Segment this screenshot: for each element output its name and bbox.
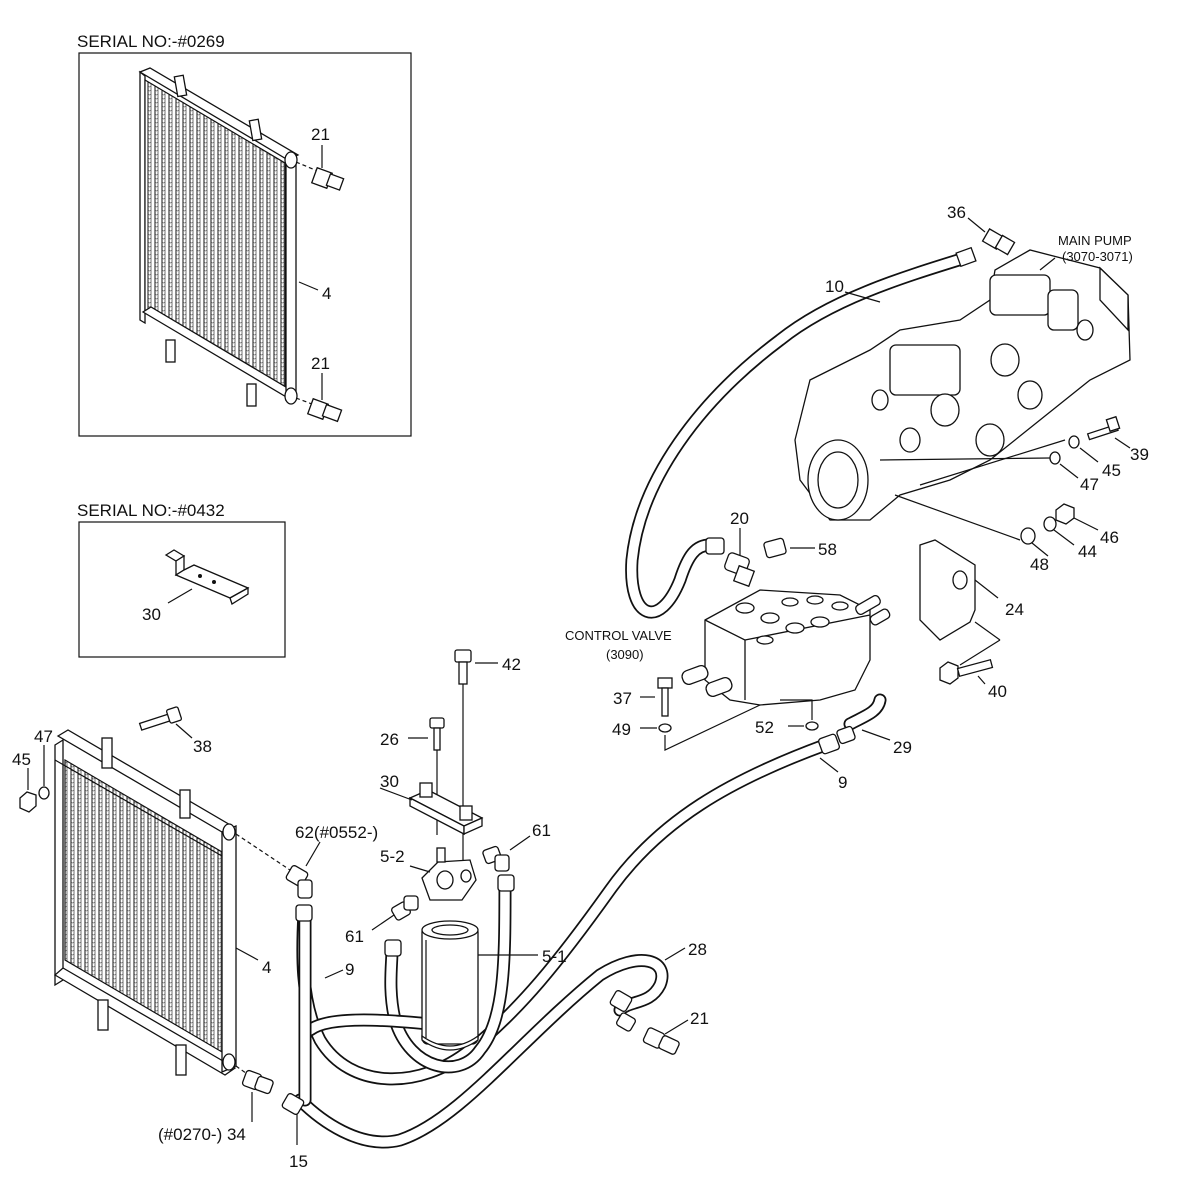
label-52: 52 (755, 718, 774, 737)
fitting-34: (#0270-) 34 (158, 1065, 274, 1144)
hose-10-end-fitting (955, 246, 977, 268)
label-9-left: 9 (345, 960, 354, 979)
filter-inlet-fitting (384, 939, 402, 957)
label-45-left: 45 (12, 750, 31, 769)
label-47-left: 47 (34, 727, 53, 746)
bolt-42: 42 (454, 649, 521, 860)
label-30-inset: 30 (142, 605, 161, 624)
bracket-30-inset (164, 549, 250, 605)
label-34: (#0270-) 34 (158, 1125, 246, 1144)
label-40: 40 (988, 682, 1007, 701)
bracket-30: 30 (379, 772, 484, 836)
hose-29-fitting (836, 725, 856, 745)
bolt-39: 39 (1086, 415, 1149, 464)
washer-48: 48 (1020, 527, 1049, 574)
label-5-1: 5-1 (542, 947, 567, 966)
label-9-right: 9 (838, 773, 847, 792)
label-37: 37 (613, 689, 632, 708)
label-61-right: 61 (532, 821, 551, 840)
control-valve-ref: (3090) (606, 647, 644, 662)
label-39: 39 (1130, 445, 1149, 464)
inset-serial-0269: SERIAL NO:-#0269 21 21 (77, 32, 412, 437)
label-5-2: 5-2 (380, 847, 405, 866)
washer-45-right: 45 (1068, 435, 1121, 480)
inset-serial-0432: SERIAL NO:-#0432 30 (77, 501, 286, 658)
label-36: 36 (947, 203, 966, 222)
label-42: 42 (502, 655, 521, 674)
main-pump (794, 249, 1131, 521)
bolt-26: 26 (380, 717, 445, 835)
label-26: 26 (380, 730, 399, 749)
label-4: 4 (262, 958, 271, 977)
label-21: 21 (690, 1009, 709, 1028)
fitting-21: 21 (642, 1009, 709, 1055)
hose-10-valve-fitting (705, 537, 725, 555)
elbow-62: 62(#0552-) (235, 823, 378, 922)
label-29: 29 (893, 738, 912, 757)
label-45-right: 45 (1102, 461, 1121, 480)
inset-serial-0269-title: SERIAL NO:-#0269 (77, 32, 225, 51)
label-48: 48 (1030, 555, 1049, 574)
inset-serial-0432-title: SERIAL NO:-#0432 (77, 501, 225, 520)
label-62: 62(#0552-) (295, 823, 378, 842)
filter-outlet-fitting (497, 874, 515, 892)
fitting-21-lower: 21 (295, 354, 343, 423)
hose-9-fitting (818, 733, 840, 755)
main-pump-ref: (3070-3071) (1062, 249, 1133, 264)
label-24: 24 (1005, 600, 1024, 619)
washer-44: 44 (1043, 516, 1097, 561)
label-47-right: 47 (1080, 475, 1099, 494)
filter-element-5-1: 5-1 (421, 920, 567, 1051)
hose-28-ends: 28 (609, 940, 707, 1032)
label-28: 28 (688, 940, 707, 959)
bracket-24: 24 (919, 539, 1024, 641)
label-20: 20 (730, 509, 749, 528)
control-valve-name: CONTROL VALVE (565, 628, 672, 643)
bolt-38: 38 (138, 706, 212, 756)
control-valve (681, 589, 891, 706)
label-61-left: 61 (345, 927, 364, 946)
label-46: 46 (1100, 528, 1119, 547)
label-21-lower: 21 (311, 354, 330, 373)
elbow-15: 15 (281, 1093, 308, 1171)
washer-52: 52 (755, 718, 819, 737)
washer-47-left: 47 (34, 727, 53, 800)
oil-cooler (53, 729, 237, 1076)
bolt-40: 40 (939, 658, 1007, 701)
nut-46: 46 (1055, 503, 1119, 547)
label-15: 15 (289, 1152, 308, 1171)
washer-49: 49 (612, 720, 672, 739)
label-49: 49 (612, 720, 631, 739)
label-30: 30 (380, 772, 399, 791)
label-10: 10 (825, 277, 844, 296)
elbow-61-right: 61 (482, 821, 551, 872)
label-38: 38 (193, 737, 212, 756)
label-21-upper: 21 (311, 125, 330, 144)
label-44: 44 (1078, 542, 1097, 561)
oil-cooler-old (138, 67, 300, 407)
fitting-58: 58 (763, 537, 837, 559)
nut-45-left: 45 (12, 750, 37, 813)
elbow-36: 36 (947, 203, 1016, 256)
elbow-20: 20 (724, 509, 756, 588)
label-58: 58 (818, 540, 837, 559)
bolt-37: 37 (613, 677, 673, 717)
label-4-inset: 4 (322, 284, 331, 303)
washer-47-right: 47 (1049, 451, 1099, 494)
elbow-61-left: 61 (345, 895, 419, 946)
fitting-21-upper: 21 (295, 125, 345, 191)
filter-head-5-2: 5-2 (380, 847, 477, 901)
main-pump-name: MAIN PUMP (1058, 233, 1132, 248)
